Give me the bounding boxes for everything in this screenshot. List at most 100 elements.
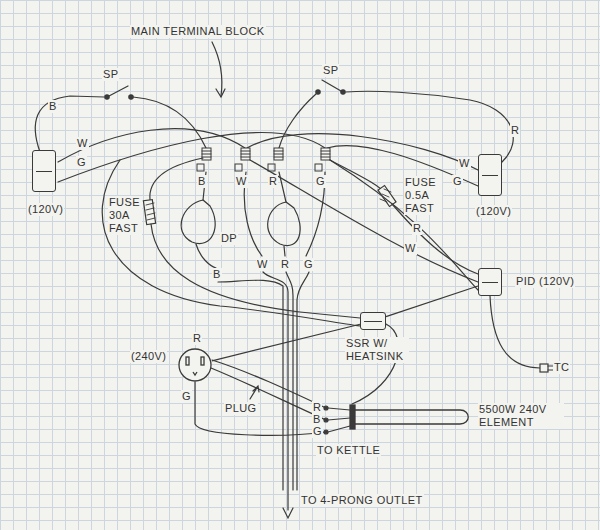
pid-controller: PID (120V)	[478, 268, 502, 296]
box-detail	[364, 321, 382, 322]
wiring-label: B	[212, 268, 222, 281]
wire-stroke	[105, 95, 109, 99]
wire-stroke	[235, 164, 242, 171]
wire-stroke	[279, 172, 286, 202]
wire-stroke	[297, 272, 309, 490]
element-terminal	[350, 405, 355, 429]
outlet-prong	[186, 357, 189, 365]
wire-stroke	[241, 148, 250, 160]
wiring-label: MAIN TERMINAL BLOCK	[130, 25, 266, 38]
wiring-label: W	[76, 137, 89, 150]
wiring-label: W	[235, 175, 248, 188]
wiring-label: W	[404, 242, 417, 255]
wiring-label: R	[268, 175, 278, 188]
right-outlet-wires	[247, 80, 513, 186]
wiring-label: DP	[220, 232, 238, 245]
wire-connector	[212, 324, 360, 361]
wire-stroke	[250, 160, 478, 282]
heating-element: 5500W 240V ELEMENT	[350, 403, 472, 431]
wire-stroke	[102, 160, 360, 326]
outlet-prong	[193, 372, 197, 375]
wire-stroke	[150, 158, 203, 200]
wire-stroke	[284, 246, 285, 256]
wiring-label: G	[181, 390, 192, 403]
wire-stroke	[35, 96, 104, 152]
wiring-label: TO KETTLE	[316, 444, 381, 457]
outlet-120v: (120V)	[32, 150, 56, 192]
wire-stroke	[109, 86, 128, 96]
wire-stroke	[196, 244, 216, 268]
wiring-label: B	[48, 100, 58, 113]
wiring-label: TC	[553, 361, 570, 374]
terminal-arrow	[212, 42, 225, 97]
wire-stroke	[279, 94, 316, 148]
wire-stroke	[241, 151, 250, 157]
wire-stroke	[263, 272, 288, 510]
outlet-120v: (120V)	[478, 154, 502, 196]
outlet-prong	[201, 357, 204, 365]
wire-line	[212, 324, 360, 361]
wire-stroke	[247, 134, 478, 170]
wiring-label: R	[412, 222, 422, 235]
wiring-label: G	[303, 258, 314, 271]
wire-stroke	[316, 90, 320, 94]
wire-stroke	[211, 368, 326, 420]
wire-stroke	[321, 148, 330, 160]
wire-line	[386, 286, 478, 317]
wire-stroke	[490, 296, 540, 368]
pid-wires	[250, 160, 478, 290]
left-outlet-wires	[35, 86, 325, 182]
wire-stroke	[268, 202, 300, 246]
wire-stroke	[202, 151, 211, 157]
wire-stroke	[195, 382, 326, 435]
wire-stroke	[352, 324, 399, 404]
component-label: (120V)	[27, 203, 64, 216]
wiring-label: G	[312, 425, 323, 438]
wire-stroke	[216, 89, 225, 97]
wire-stroke	[540, 364, 548, 372]
wire-stroke	[315, 164, 322, 171]
wire-stroke	[286, 272, 293, 490]
wiring-label: R	[510, 124, 520, 137]
wire-stroke	[341, 90, 345, 94]
wire-stroke	[143, 200, 155, 225]
wiring-label: FUSE 30A FAST	[108, 196, 142, 235]
wire-stroke	[268, 164, 275, 171]
wire-stroke	[306, 172, 325, 256]
wire-stroke	[274, 151, 283, 157]
wiring-label: G	[452, 175, 463, 188]
wire-stroke	[283, 508, 293, 518]
thermocouple	[490, 296, 553, 372]
wiring-label: PLUG	[224, 402, 258, 415]
wire-stroke	[250, 386, 259, 399]
wiring-label: SP	[102, 68, 119, 81]
component-label: (120V)	[475, 205, 512, 218]
component-label: 5500W 240V ELEMENT	[478, 403, 564, 429]
outlet-outline	[178, 348, 212, 382]
wire-stroke	[212, 42, 222, 96]
wire-stroke	[321, 151, 330, 157]
wiring-label: SP	[322, 64, 339, 77]
dp-switch	[181, 172, 325, 268]
wiring-label: W	[256, 258, 269, 271]
wire-stroke	[197, 164, 204, 171]
wire-stroke	[378, 186, 396, 207]
wire-stroke	[151, 224, 360, 318]
wiring-label: R	[280, 258, 290, 271]
fuse-30a-circuit	[102, 158, 360, 326]
outlet-face	[179, 349, 211, 381]
wire-stroke	[274, 148, 283, 160]
wire-connector	[386, 286, 478, 317]
component-label: (240V)	[130, 350, 167, 363]
wiring-label: W	[458, 157, 471, 170]
box-detail	[482, 175, 498, 176]
outlet-240v: (240V)	[178, 348, 212, 382]
wire-stroke	[330, 160, 478, 290]
wiring-label: FUSE 0.5A FAST	[404, 176, 442, 215]
box-detail	[482, 282, 498, 283]
wire-stroke	[212, 360, 326, 408]
wiring-label: B	[197, 175, 207, 188]
